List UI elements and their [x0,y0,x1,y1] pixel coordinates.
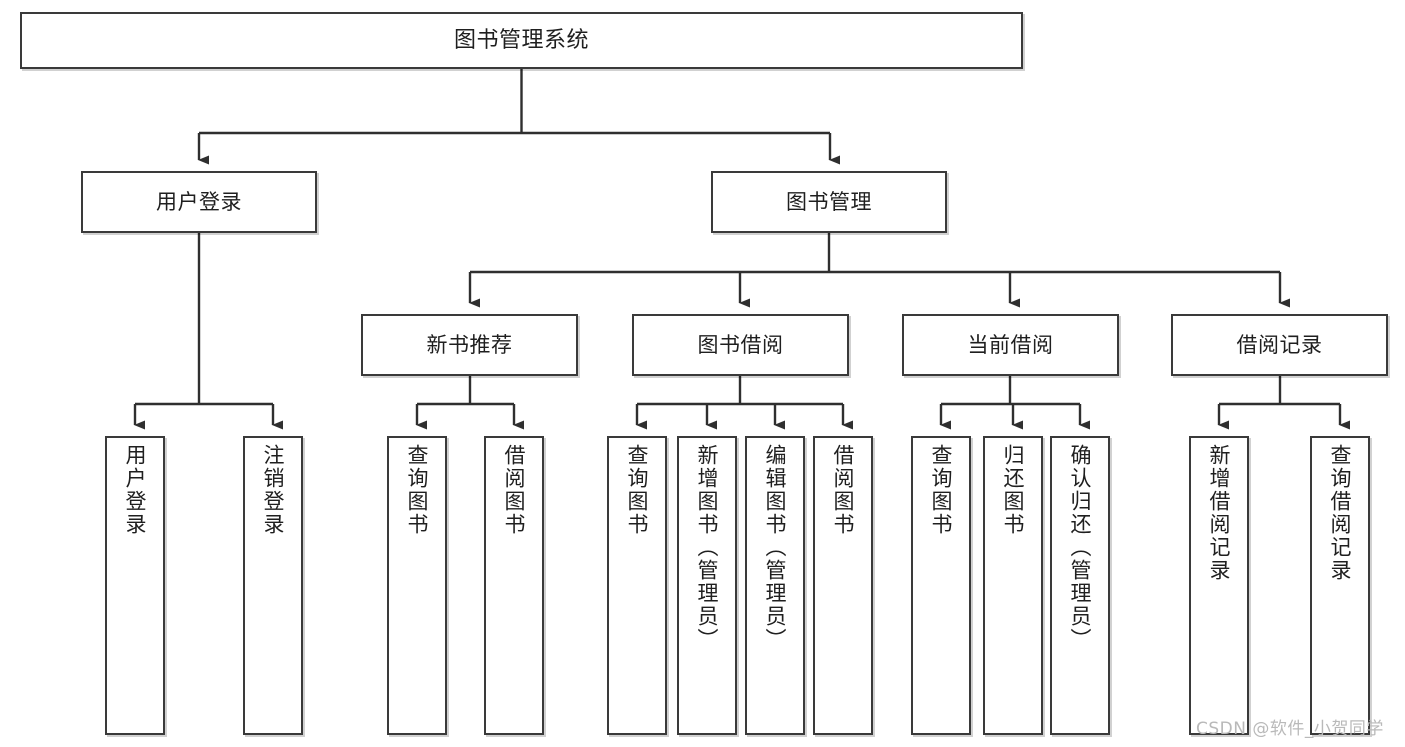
leaf-confirm-return[interactable]: 确认归还（管理员） [1050,436,1110,735]
node-book-borrow[interactable]: 图书借阅 [632,314,849,376]
leaf-return-book-label: 归还图书 [1001,444,1026,536]
leaf-return-book[interactable]: 归还图书 [983,436,1043,735]
watermark: CSDN @软件_小贺同学 [1196,719,1384,739]
node-user-login-label: 用户登录 [156,189,242,214]
leaf-user-logout[interactable]: 注销登录 [243,436,303,735]
leaf-query-book-cur-label: 查询图书 [929,444,954,536]
leaf-user-login[interactable]: 用户登录 [105,436,165,735]
leaf-borrow-book-label: 借阅图书 [831,444,856,536]
leaf-query-book-rec-label: 查询图书 [405,444,430,536]
node-current-borrow[interactable]: 当前借阅 [902,314,1119,376]
leaf-query-record-label: 查询借阅记录 [1328,444,1353,582]
leaf-query-book-borrow-label: 查询图书 [625,444,650,536]
leaf-query-book-borrow[interactable]: 查询图书 [607,436,667,735]
node-borrow-record-label: 借阅记录 [1236,332,1323,357]
leaf-add-book-label: 新增图书（管理员） [695,444,720,651]
leaf-add-record-label: 新增借阅记录 [1207,444,1232,582]
leaf-edit-book[interactable]: 编辑图书（管理员） [745,436,805,735]
leaf-query-book-cur[interactable]: 查询图书 [911,436,971,735]
node-new-book-rec[interactable]: 新书推荐 [361,314,578,376]
leaf-confirm-return-label: 确认归还（管理员） [1068,444,1093,651]
leaf-add-record[interactable]: 新增借阅记录 [1189,436,1249,735]
node-root[interactable]: 图书管理系统 [20,12,1023,69]
node-root-label: 图书管理系统 [453,27,589,53]
leaf-query-record[interactable]: 查询借阅记录 [1310,436,1370,735]
leaf-query-book-rec[interactable]: 查询图书 [387,436,447,735]
leaf-user-login-label: 用户登录 [123,444,148,536]
node-borrow-record[interactable]: 借阅记录 [1171,314,1388,376]
leaf-borrow-book-rec[interactable]: 借阅图书 [484,436,544,735]
leaf-edit-book-label: 编辑图书（管理员） [763,444,788,651]
node-current-borrow-label: 当前借阅 [967,332,1054,357]
node-book-borrow-label: 图书借阅 [697,332,784,357]
leaf-add-book[interactable]: 新增图书（管理员） [677,436,737,735]
node-book-manage[interactable]: 图书管理 [711,171,947,233]
leaf-borrow-book[interactable]: 借阅图书 [813,436,873,735]
node-new-book-rec-label: 新书推荐 [426,332,513,357]
node-user-login[interactable]: 用户登录 [81,171,317,233]
leaf-user-logout-label: 注销登录 [261,444,286,536]
leaf-borrow-book-rec-label: 借阅图书 [502,444,527,536]
node-book-manage-label: 图书管理 [786,189,872,214]
